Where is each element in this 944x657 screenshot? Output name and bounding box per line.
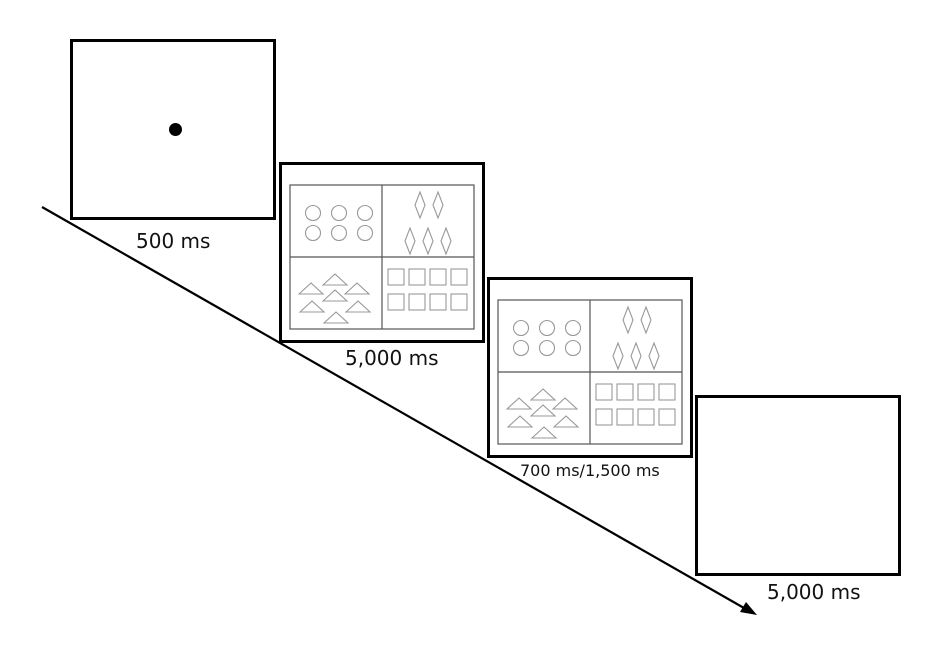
square-shape [408, 268, 426, 286]
test-shape-grid [497, 299, 683, 445]
circle-shape [304, 224, 322, 242]
triangle-shape [322, 311, 350, 324]
triangle-shape [552, 415, 580, 428]
fixation-dot [169, 123, 182, 136]
square-shape [616, 383, 634, 401]
circle-shape [538, 339, 556, 357]
diamond-shape [648, 341, 660, 371]
triangle-shape [343, 282, 371, 295]
triangle-shape [551, 397, 579, 410]
circle-shape [512, 339, 530, 357]
triangle-shape [297, 282, 325, 295]
square-shape [658, 408, 676, 426]
square-shape [595, 383, 613, 401]
study-duration-label: 5,000 ms [345, 346, 439, 370]
square-shape [450, 293, 468, 311]
triangle-shape [321, 273, 349, 286]
diamond-shape [630, 341, 642, 371]
circle-shape [330, 224, 348, 242]
triangle-shape [321, 289, 349, 302]
square-shape [637, 383, 655, 401]
triangle-shape [506, 415, 534, 428]
square-shape [429, 293, 447, 311]
triangle-shape [529, 404, 557, 417]
circle-shape [512, 319, 530, 337]
circle-shape [304, 204, 322, 222]
square-shape [616, 408, 634, 426]
circle-shape [538, 319, 556, 337]
diamond-shape [432, 190, 444, 220]
diamond-shape [640, 305, 652, 335]
diamond-shape [622, 305, 634, 335]
diamond-shape [422, 226, 434, 256]
time-arrow-line [41, 206, 745, 609]
diamond-shape [612, 341, 624, 371]
square-shape [408, 293, 426, 311]
square-shape [429, 268, 447, 286]
square-shape [637, 408, 655, 426]
circle-shape [564, 339, 582, 357]
circle-shape [564, 319, 582, 337]
square-shape [658, 383, 676, 401]
square-shape [595, 408, 613, 426]
triangle-shape [344, 300, 372, 313]
square-shape [387, 268, 405, 286]
circle-shape [330, 204, 348, 222]
diamond-shape [414, 190, 426, 220]
circle-shape [356, 204, 374, 222]
fixation-duration-label: 500 ms [136, 229, 211, 253]
square-shape [450, 268, 468, 286]
triangle-shape [298, 300, 326, 313]
time-arrow-head [740, 602, 757, 615]
study-shape-grid [289, 184, 475, 330]
fixation-screen [70, 39, 276, 220]
diamond-shape [440, 226, 452, 256]
test-duration-label: 700 ms/1,500 ms [520, 461, 660, 480]
square-shape [387, 293, 405, 311]
diamond-shape [404, 226, 416, 256]
study-display-screen [279, 162, 485, 343]
triangle-shape [505, 397, 533, 410]
test-display-screen [487, 277, 693, 458]
circle-shape [356, 224, 374, 242]
blank-duration-label: 5,000 ms [767, 580, 861, 604]
blank-screen [695, 395, 901, 576]
triangle-shape [529, 388, 557, 401]
triangle-shape [530, 426, 558, 439]
